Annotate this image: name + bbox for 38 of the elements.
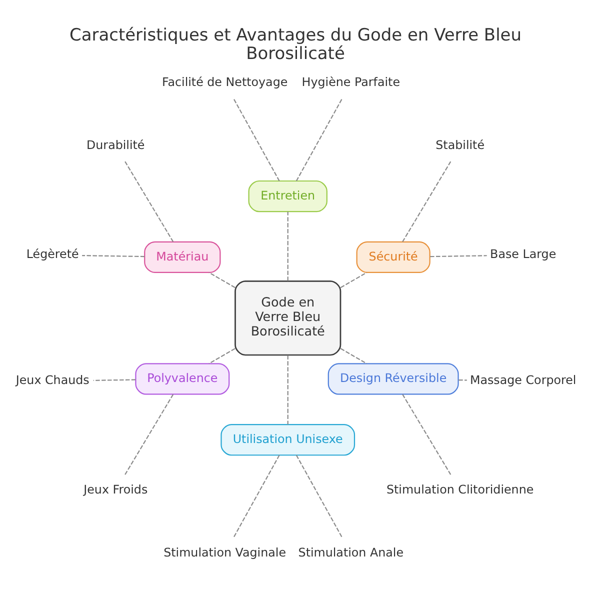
node-box: Design Réversible xyxy=(328,362,459,394)
node-text: Durabilité xyxy=(86,137,145,152)
node-box: Matériau xyxy=(144,240,221,273)
node-text: Stimulation Vaginale xyxy=(164,544,286,559)
node-text: Légèreté xyxy=(26,246,79,261)
connector xyxy=(287,211,288,280)
connector xyxy=(340,272,367,288)
connector xyxy=(402,394,452,475)
connector xyxy=(208,272,236,288)
node-box: Polyvalence xyxy=(135,362,230,394)
connector xyxy=(296,454,343,538)
node-text: Jeux Froids xyxy=(84,482,148,496)
connector xyxy=(208,348,236,364)
connector xyxy=(287,354,288,424)
connector xyxy=(296,97,343,181)
connector xyxy=(93,378,136,380)
node-box: Gode en Verre Bleu Borosilicaté xyxy=(234,280,342,356)
node-text: Massage Corporel xyxy=(470,372,576,387)
node-text: Jeux Chauds xyxy=(16,372,90,387)
node-text: Hygiène Parfaite xyxy=(302,74,400,88)
node-box: Utilisation Unisexe xyxy=(220,424,356,456)
node-box: Entretien xyxy=(248,180,328,212)
connector xyxy=(430,254,487,257)
node-text: Facilité de Nettoyage xyxy=(162,74,288,88)
node-text: Stimulation Anale xyxy=(298,544,404,559)
connector xyxy=(232,97,280,181)
connector xyxy=(402,160,452,242)
node-box: Sécurité xyxy=(356,240,430,273)
connector xyxy=(340,348,367,364)
connector xyxy=(124,394,174,475)
diagram-title: Caractéristiques et Avantages du Gode en Verre Bleu Borosilicaté xyxy=(70,24,522,64)
node-text: Stabilité xyxy=(436,137,485,152)
connector xyxy=(124,160,174,242)
connector xyxy=(232,454,280,538)
node-text: Stimulation Clitoridienne xyxy=(386,482,534,496)
connector xyxy=(458,378,467,380)
node-text: Base Large xyxy=(490,246,556,261)
connector xyxy=(82,254,145,257)
